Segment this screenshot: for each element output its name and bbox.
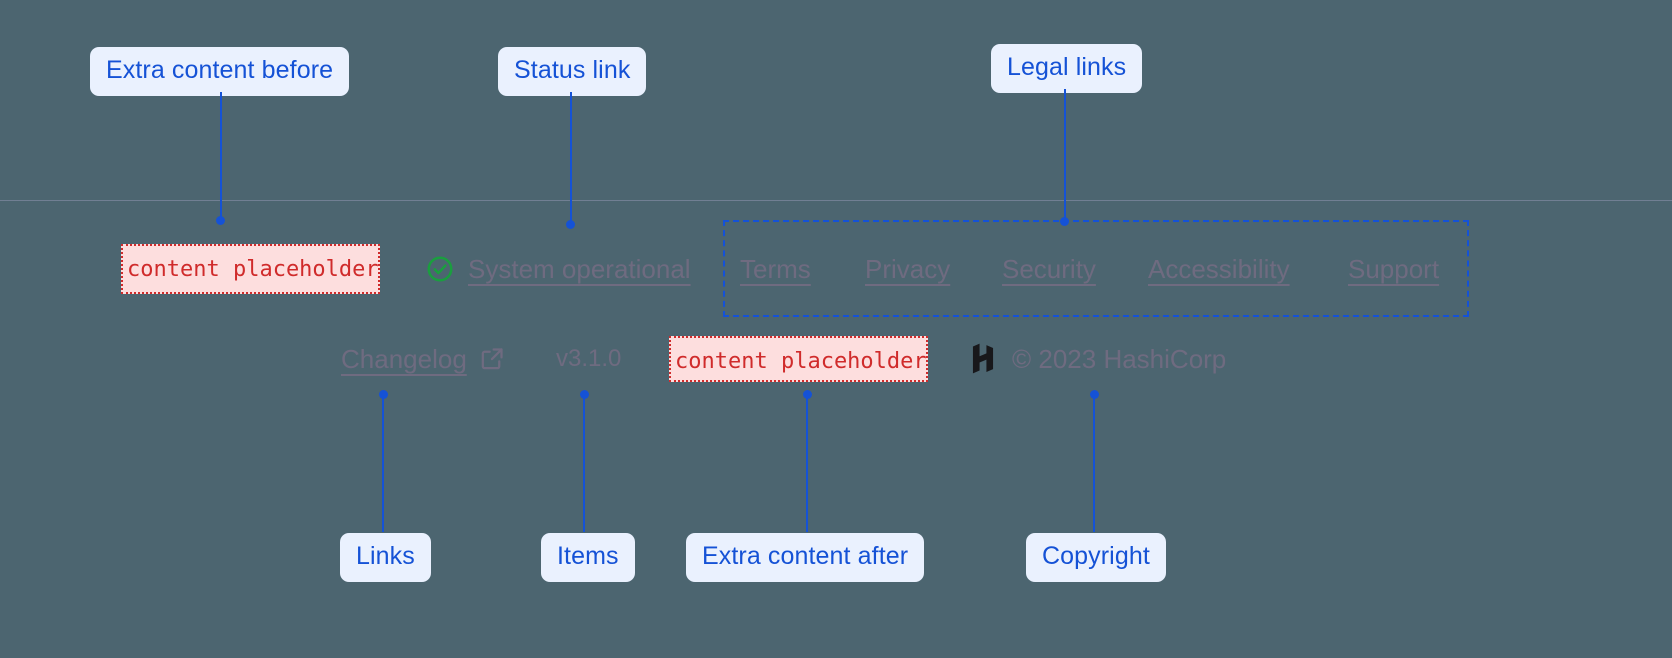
leader-line-extra-content-before bbox=[220, 92, 222, 220]
copyright: © 2023 HashiCorp bbox=[968, 343, 1226, 375]
legal-link-support[interactable]: Support bbox=[1348, 254, 1440, 284]
leader-dot-status-link bbox=[566, 220, 575, 229]
callout-legal-links: Legal links bbox=[991, 44, 1143, 93]
version-label: v3.1.0 bbox=[556, 345, 622, 372]
copyright-text: © 2023 HashiCorp bbox=[1012, 344, 1227, 374]
leader-dot-legal-links bbox=[1060, 217, 1069, 226]
legal-link-accessibility[interactable]: Accessibility bbox=[1148, 254, 1290, 284]
callout-extra-content-before: Extra content before bbox=[90, 47, 350, 96]
leader-line-items bbox=[583, 394, 585, 532]
changelog-link[interactable]: Changelog bbox=[341, 345, 506, 372]
changelog-link-label[interactable]: Changelog bbox=[341, 343, 467, 374]
hashicorp-logo bbox=[968, 343, 998, 375]
legal-link-terms[interactable]: Terms bbox=[740, 254, 811, 284]
callout-extra-content-after: Extra content after bbox=[686, 533, 925, 582]
extra-content-before-placeholder: content placeholder bbox=[121, 244, 380, 294]
callout-links: Links bbox=[340, 533, 431, 582]
callout-items: Items bbox=[541, 533, 635, 582]
leader-line-copyright bbox=[1093, 394, 1095, 532]
check-circle-icon bbox=[425, 254, 455, 284]
leader-line-status-link bbox=[570, 92, 572, 224]
status-link[interactable]: System operational bbox=[425, 254, 691, 284]
extra-content-after-placeholder: content placeholder bbox=[669, 336, 928, 382]
legal-link-privacy[interactable]: Privacy bbox=[865, 254, 951, 284]
external-link-icon bbox=[479, 345, 506, 372]
leader-line-extra-content-after bbox=[806, 394, 808, 532]
callout-status-link: Status link bbox=[498, 47, 647, 96]
leader-line-legal-links bbox=[1064, 89, 1066, 221]
status-link-label[interactable]: System operational bbox=[468, 254, 691, 284]
leader-line-links bbox=[382, 394, 384, 532]
legal-link-security[interactable]: Security bbox=[1002, 254, 1096, 284]
footer-top-divider bbox=[0, 200, 1672, 201]
leader-dot-extra-content-before bbox=[216, 216, 225, 225]
callout-copyright: Copyright bbox=[1026, 533, 1166, 582]
